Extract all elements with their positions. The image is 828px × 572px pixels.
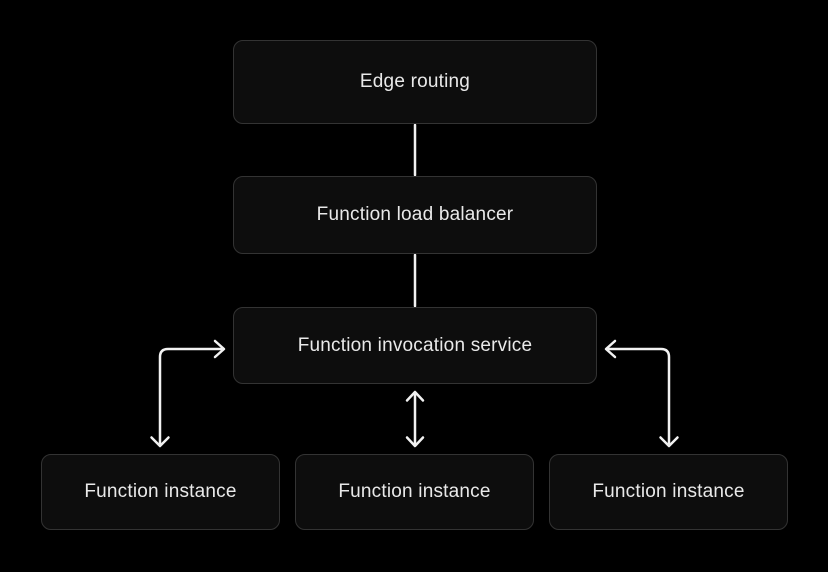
node-function-load-balancer: Function load balancer bbox=[233, 176, 597, 254]
arrowhead-down-icon bbox=[659, 436, 679, 448]
connector-invocation-service-to-instance-2 bbox=[405, 390, 425, 448]
node-function-instance-1-label: Function instance bbox=[84, 481, 237, 502]
node-function-instance-2-label: Function instance bbox=[338, 481, 491, 502]
node-edge-routing: Edge routing bbox=[233, 40, 597, 124]
arrowhead-left-icon bbox=[604, 339, 617, 359]
node-function-load-balancer-label: Function load balancer bbox=[316, 204, 514, 225]
arrowhead-up-icon bbox=[405, 390, 425, 402]
node-function-invocation-service-label: Function invocation service bbox=[297, 334, 533, 356]
arrowhead-down-icon bbox=[405, 436, 425, 448]
arrowhead-down-icon bbox=[150, 436, 170, 448]
node-function-instance-3: Function instance bbox=[549, 454, 788, 530]
node-edge-routing-label: Edge routing bbox=[359, 71, 471, 92]
connector-instance-1-invocation-service bbox=[150, 339, 226, 448]
node-function-invocation-service: Function invocation service bbox=[233, 307, 597, 384]
arrowhead-right-icon bbox=[213, 339, 226, 359]
node-function-instance-2: Function instance bbox=[295, 454, 534, 530]
node-function-instance-3-label: Function instance bbox=[592, 481, 745, 502]
connector-instance-3-invocation-service bbox=[604, 339, 679, 448]
node-function-instance-1: Function instance bbox=[41, 454, 280, 530]
